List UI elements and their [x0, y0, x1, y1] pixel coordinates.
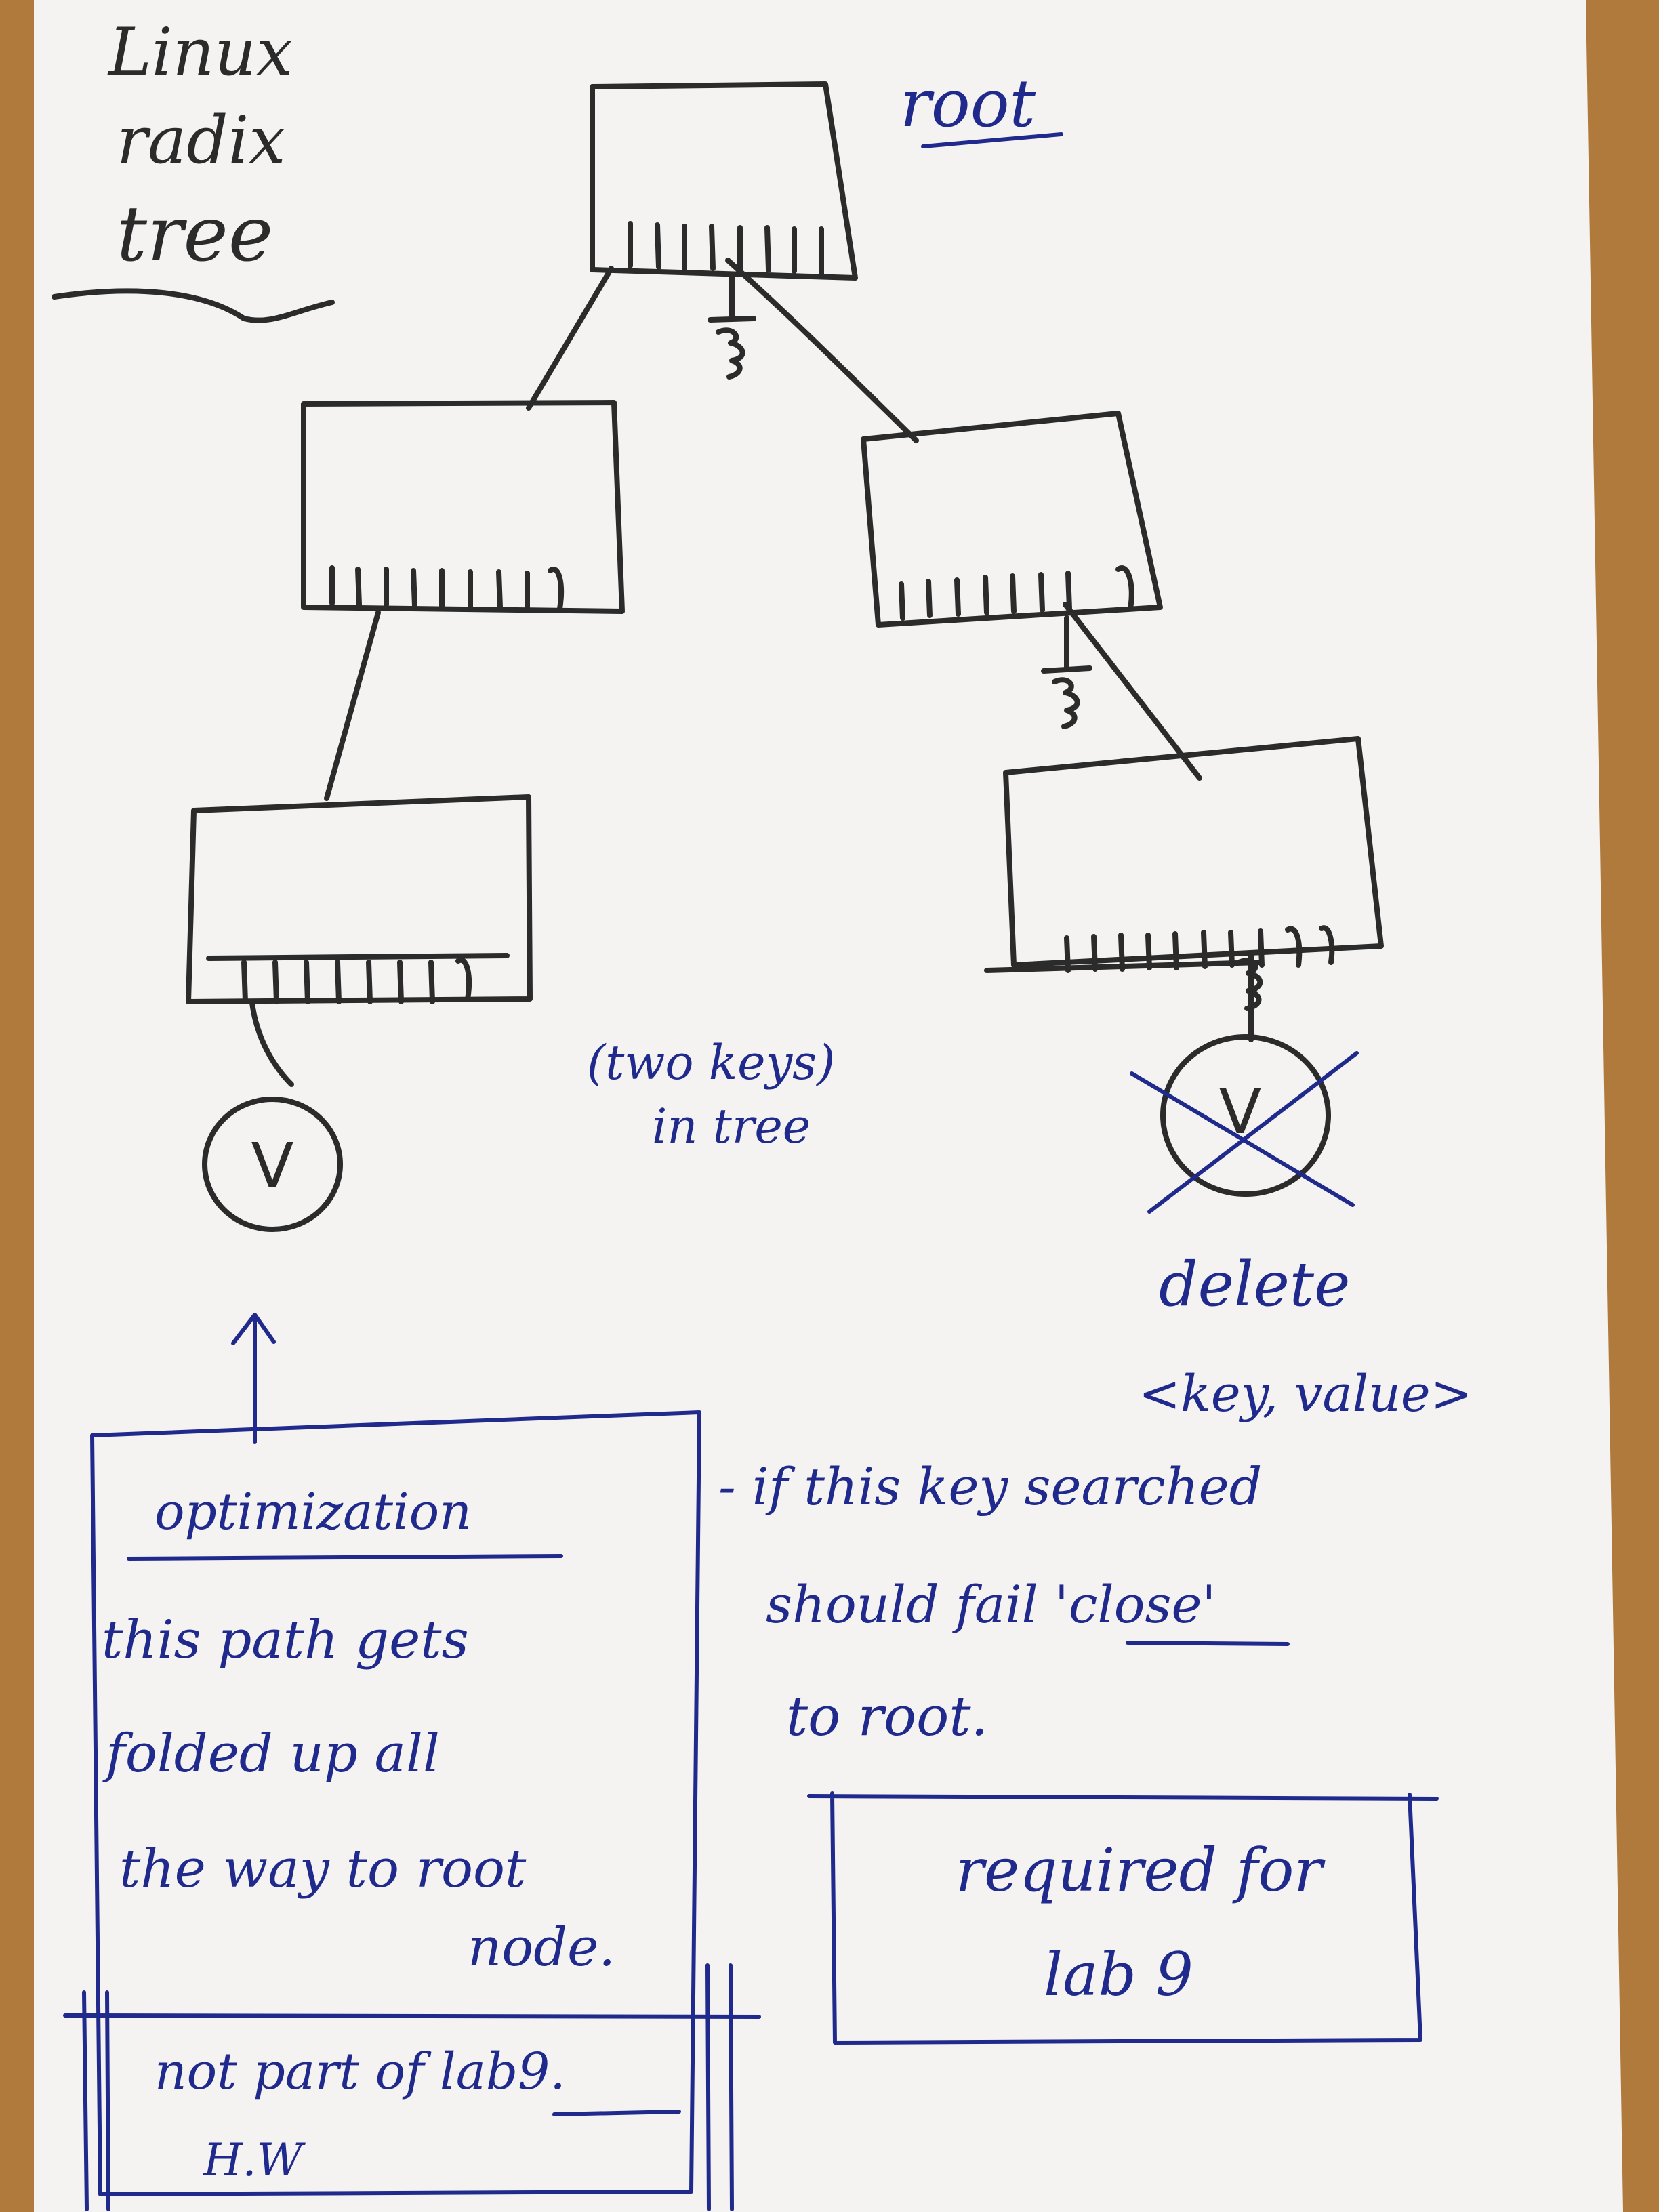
optimization-footer-2: H.W	[203, 2134, 306, 2186]
level1-left-node	[301, 400, 625, 614]
root-underline	[921, 132, 1063, 148]
delete-line-1: delete	[1159, 1249, 1350, 1320]
value-node-left	[202, 1097, 343, 1232]
edge-right-down	[1063, 602, 1202, 781]
optimization-box	[63, 1410, 761, 2211]
close-underline	[1126, 1641, 1290, 1646]
required-line-1: required for	[956, 1835, 1326, 1905]
ground-symbol-icon	[708, 274, 756, 380]
edge-left-leaf	[249, 1000, 294, 1087]
search-note-line-3: to root.	[786, 1685, 988, 1748]
title-block: Linux radix tree	[107, 14, 293, 279]
ground-symbol-icon	[1041, 615, 1092, 729]
value-label-left: V	[251, 1130, 294, 1202]
optimization-line-1: this path gets	[102, 1610, 469, 1671]
paper-sheet	[34, 0, 1623, 2212]
edge-left-down	[324, 610, 381, 801]
level1-right-node	[861, 411, 1163, 628]
optimization-footer-1: not part of lab9.	[155, 2043, 566, 2101]
up-arrow-icon	[231, 1313, 276, 1444]
two-keys-line-1: (two keys)	[587, 1035, 835, 1090]
required-line-2: lab 9	[1044, 1940, 1193, 2009]
title-line-1: Linux	[107, 14, 293, 90]
optimization-line-3: the way to root	[119, 1839, 527, 1900]
title-line-2: radix	[117, 102, 285, 178]
level2-left-node	[186, 794, 533, 1004]
delete-line-2: <key, value>	[1139, 1365, 1473, 1423]
optimization-heading: optimization	[155, 1483, 472, 1541]
required-box	[807, 1791, 1439, 2045]
optimization-line-2: folded up all	[102, 1723, 440, 1784]
cross-out-icon	[1130, 1051, 1359, 1214]
search-note-line-2: should fail 'close'	[766, 1574, 1216, 1635]
two-keys-line-2: in tree	[652, 1099, 811, 1154]
value-node-right	[1160, 1034, 1331, 1197]
optimization-line-4: node.	[468, 1917, 615, 1978]
root-node	[590, 81, 858, 281]
root-label: root	[900, 66, 1036, 142]
edge-root-left	[526, 266, 614, 411]
edge-root-right	[725, 258, 919, 443]
search-note-line-1: - if this key searched	[718, 1456, 1262, 1517]
level2-right-node	[984, 736, 1384, 973]
title-underline	[52, 288, 335, 323]
edge-right-leaf	[1236, 951, 1263, 1042]
title-line-3: tree	[117, 190, 273, 279]
